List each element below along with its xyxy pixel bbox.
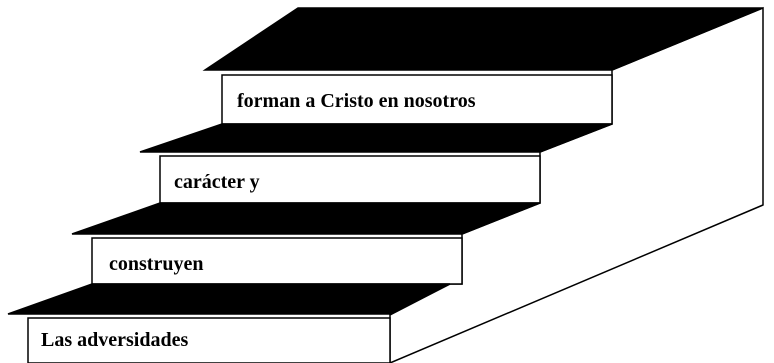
step-4-tread <box>202 7 764 71</box>
step-2: construyen <box>71 202 541 285</box>
step-1: Las adversidades <box>7 283 451 363</box>
step-4-riser <box>221 74 613 125</box>
step-1-riser <box>27 317 391 363</box>
step-4-label: forman a Cristo en nosotros <box>237 90 476 112</box>
step-1-label: Las adversidades <box>41 329 188 351</box>
step-3-label: carácter y <box>174 171 260 193</box>
step-3-tread <box>139 123 613 153</box>
step-2-label: construyen <box>109 253 203 275</box>
step-1-tread <box>7 283 451 315</box>
step-2-tread <box>71 202 541 235</box>
step-4: forman a Cristo en nosotros <box>202 7 764 125</box>
